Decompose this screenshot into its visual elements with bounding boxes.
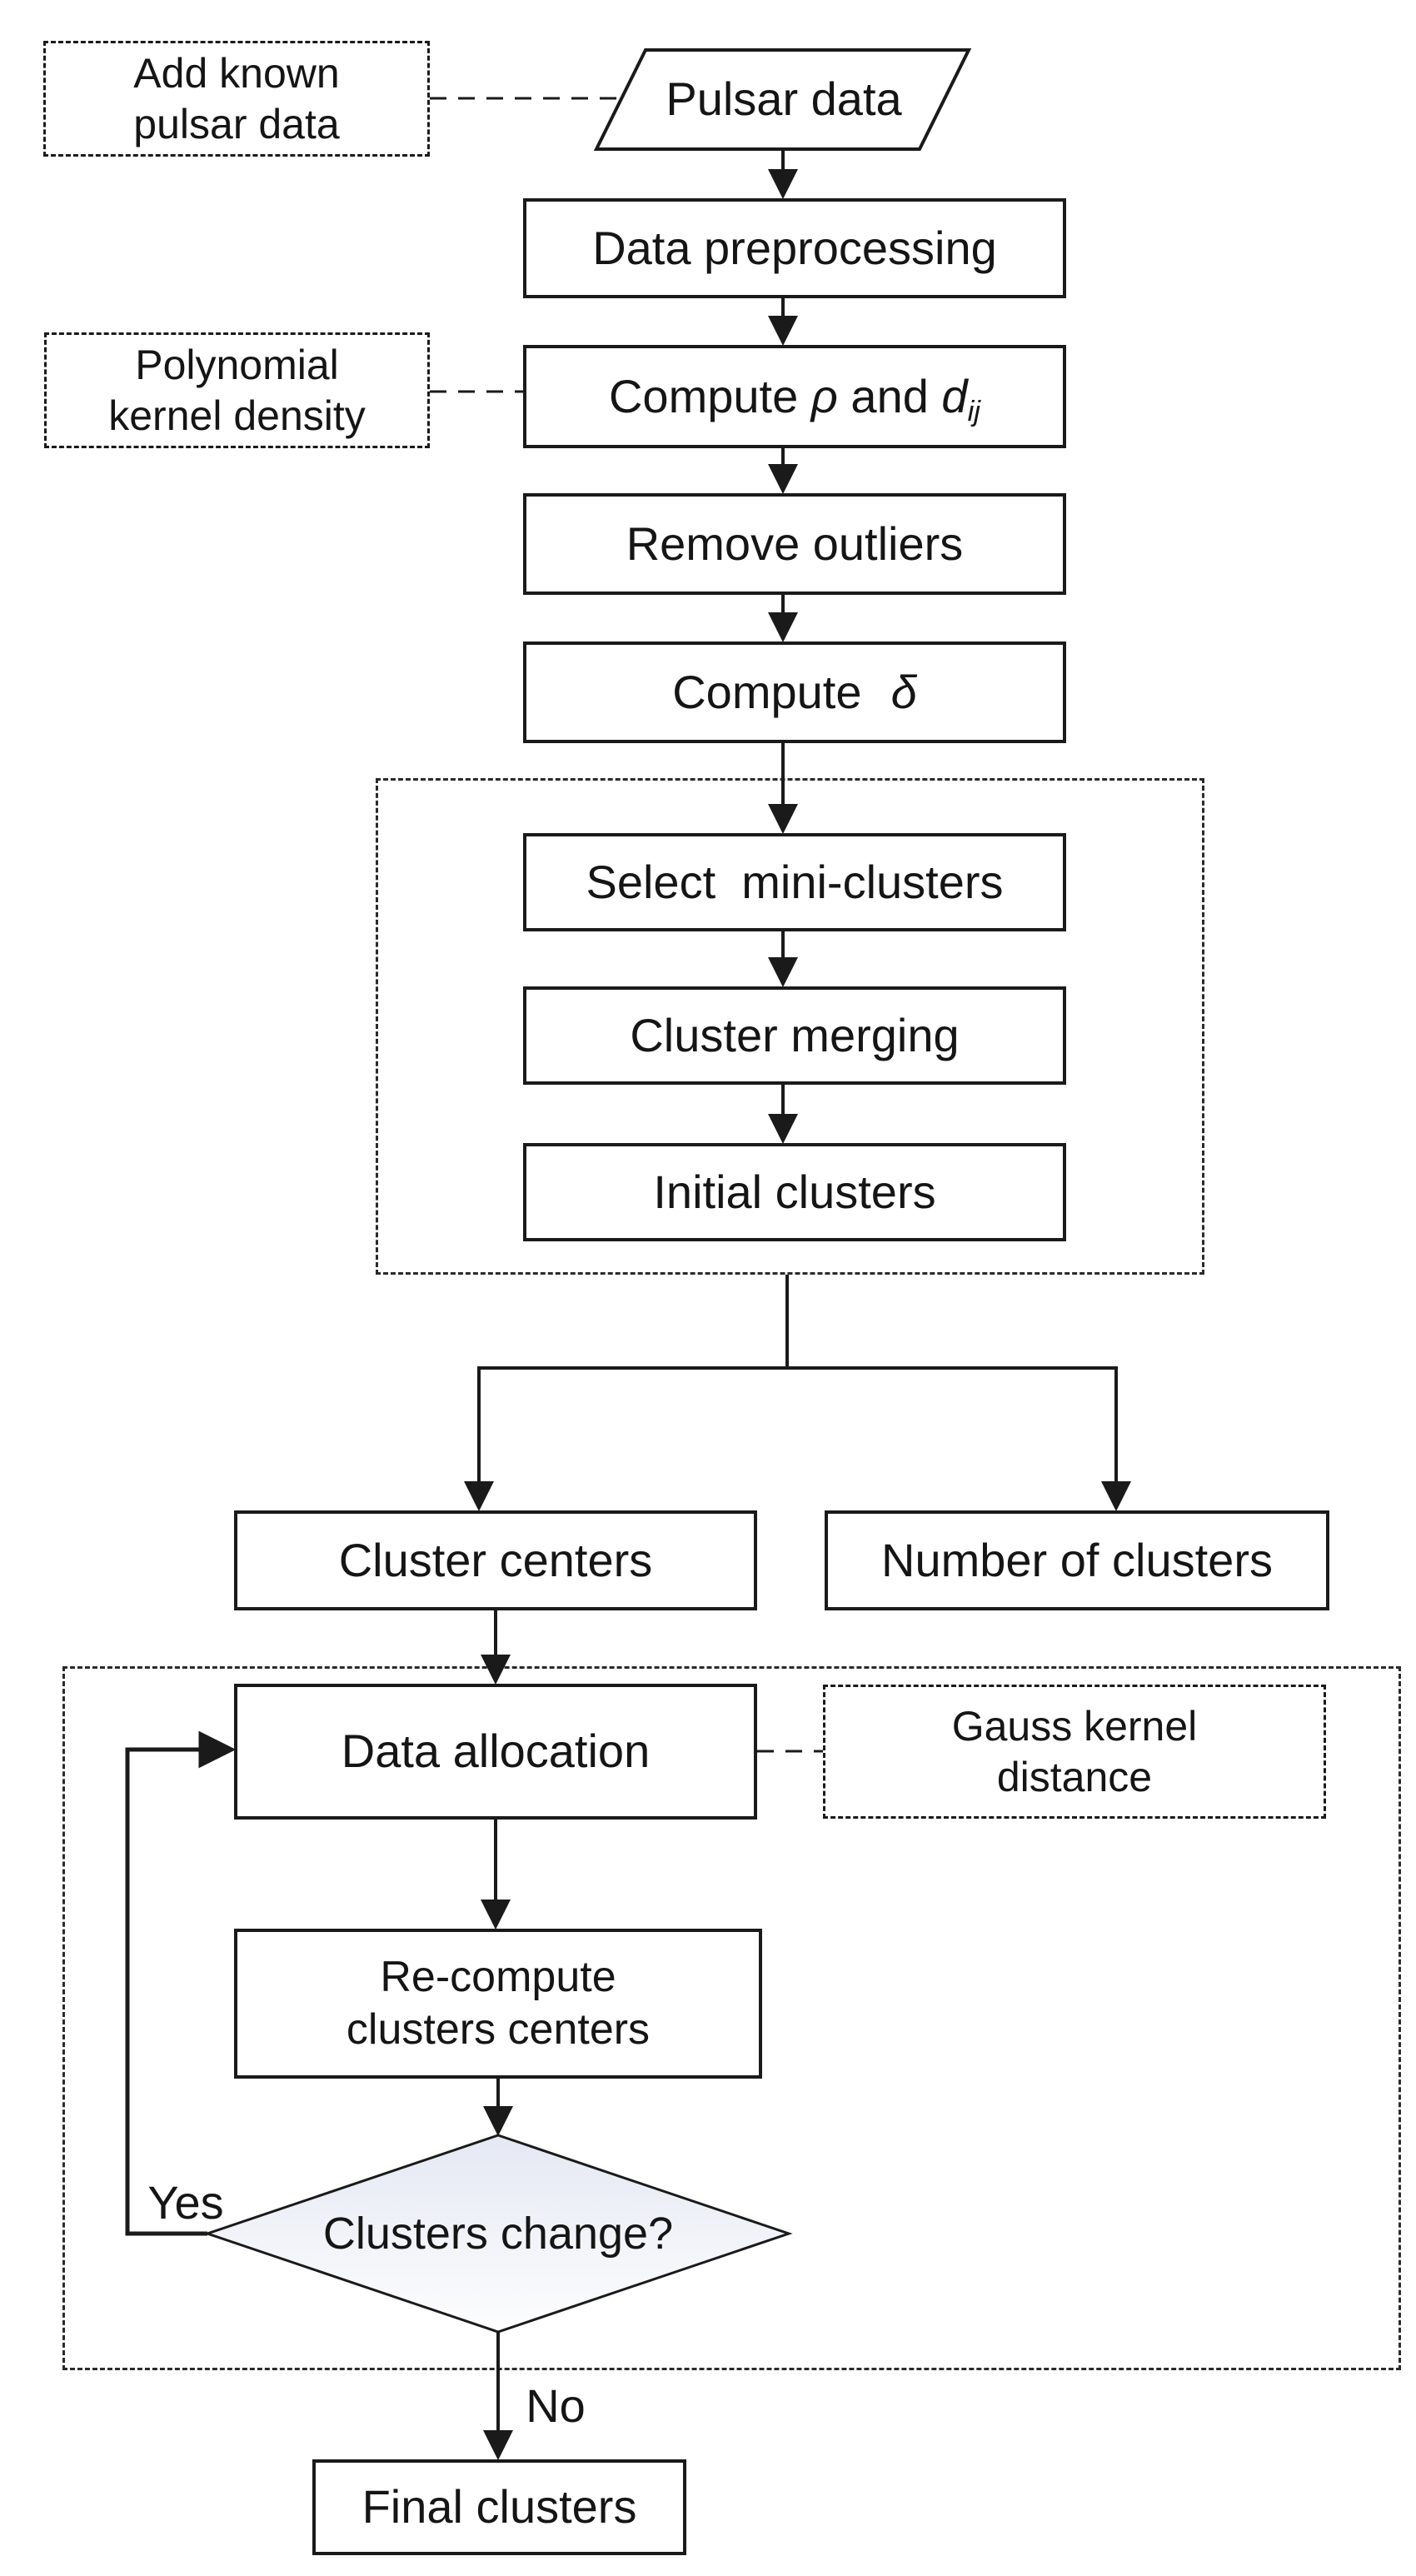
no-label: No (526, 2379, 586, 2433)
dij-subscript: ij (967, 395, 981, 427)
note-gauss-kernel-distance: Gauss kernel distance (823, 1685, 1326, 1819)
compute-rho-label: Compute ρ and dij (608, 368, 981, 427)
data-allocation-label: Data allocation (341, 1725, 651, 1778)
note-add-known-pulsar-data: Add known pulsar data (43, 41, 430, 157)
box-initial-clusters: Initial clusters (523, 1143, 1066, 1241)
compute-delta-prefix: Compute (672, 665, 875, 718)
cluster-centers-label: Cluster centers (338, 1533, 653, 1586)
box-data-allocation: Data allocation (234, 1684, 757, 1820)
box-select-mini-clusters: Select mini-clusters (523, 833, 1066, 931)
box-number-of-clusters: Number of clusters (825, 1510, 1329, 1610)
box-remove-outliers: Remove outliers (523, 493, 1066, 595)
arrow-decision-yes-loopback (125, 1730, 237, 2236)
delta-symbol: δ (890, 665, 917, 718)
compute-rho-mid: and (837, 369, 942, 422)
box-compute-rho-dij: Compute ρ and dij (523, 345, 1066, 448)
initial-clustering-stage-container (376, 778, 1204, 1275)
initial-clusters-label: Initial clusters (653, 1165, 936, 1218)
clusters-change-diamond (203, 2134, 793, 2334)
compute-rho-prefix: Compute (608, 369, 811, 422)
box-cluster-merging: Cluster merging (523, 986, 1066, 1085)
note-gauss-label: Gauss kernel distance (951, 1702, 1198, 1800)
rho-symbol: ρ (810, 369, 838, 422)
note-add-known-label: Add known pulsar data (133, 49, 340, 147)
cluster-merging-label: Cluster merging (630, 1008, 960, 1061)
note-polynomial-kernel-density: Polynomial kernel density (44, 332, 430, 448)
number-of-clusters-label: Number of clusters (881, 1533, 1273, 1586)
remove-outliers-label: Remove outliers (626, 517, 964, 570)
pulsar-data-label: Pulsar data (666, 72, 902, 126)
box-final-clusters: Final clusters (312, 2459, 686, 2555)
select-mini-clusters-label: Select mini-clusters (586, 855, 1004, 908)
box-cluster-centers: Cluster centers (234, 1510, 757, 1610)
pulsar-data-parallelogram (593, 48, 972, 151)
iteration-stage-container (62, 1666, 1401, 2370)
clusters-change-label-wrap: Clusters change? (248, 2202, 748, 2265)
note-polynomial-label: Polynomial kernel density (108, 341, 366, 439)
recompute-centers-label: Re-compute clusters centers (346, 1952, 651, 2054)
box-data-preprocessing: Data preprocessing (523, 198, 1066, 298)
pulsar-data-label-wrap: Pulsar data (621, 55, 946, 143)
edge-label-no: No (510, 2376, 601, 2436)
yes-label: Yes (147, 2176, 224, 2229)
clusters-change-label: Clusters change? (322, 2208, 674, 2259)
box-compute-delta: Compute δ (523, 642, 1066, 743)
box-recompute-clusters-centers: Re-compute clusters centers (234, 1929, 762, 2079)
edge-label-yes: Yes (132, 2173, 240, 2233)
compute-delta-label: Compute δ (672, 664, 917, 721)
d-symbol: d (941, 369, 968, 422)
data-preprocessing-label: Data preprocessing (592, 221, 997, 274)
final-clusters-label: Final clusters (361, 2480, 637, 2534)
